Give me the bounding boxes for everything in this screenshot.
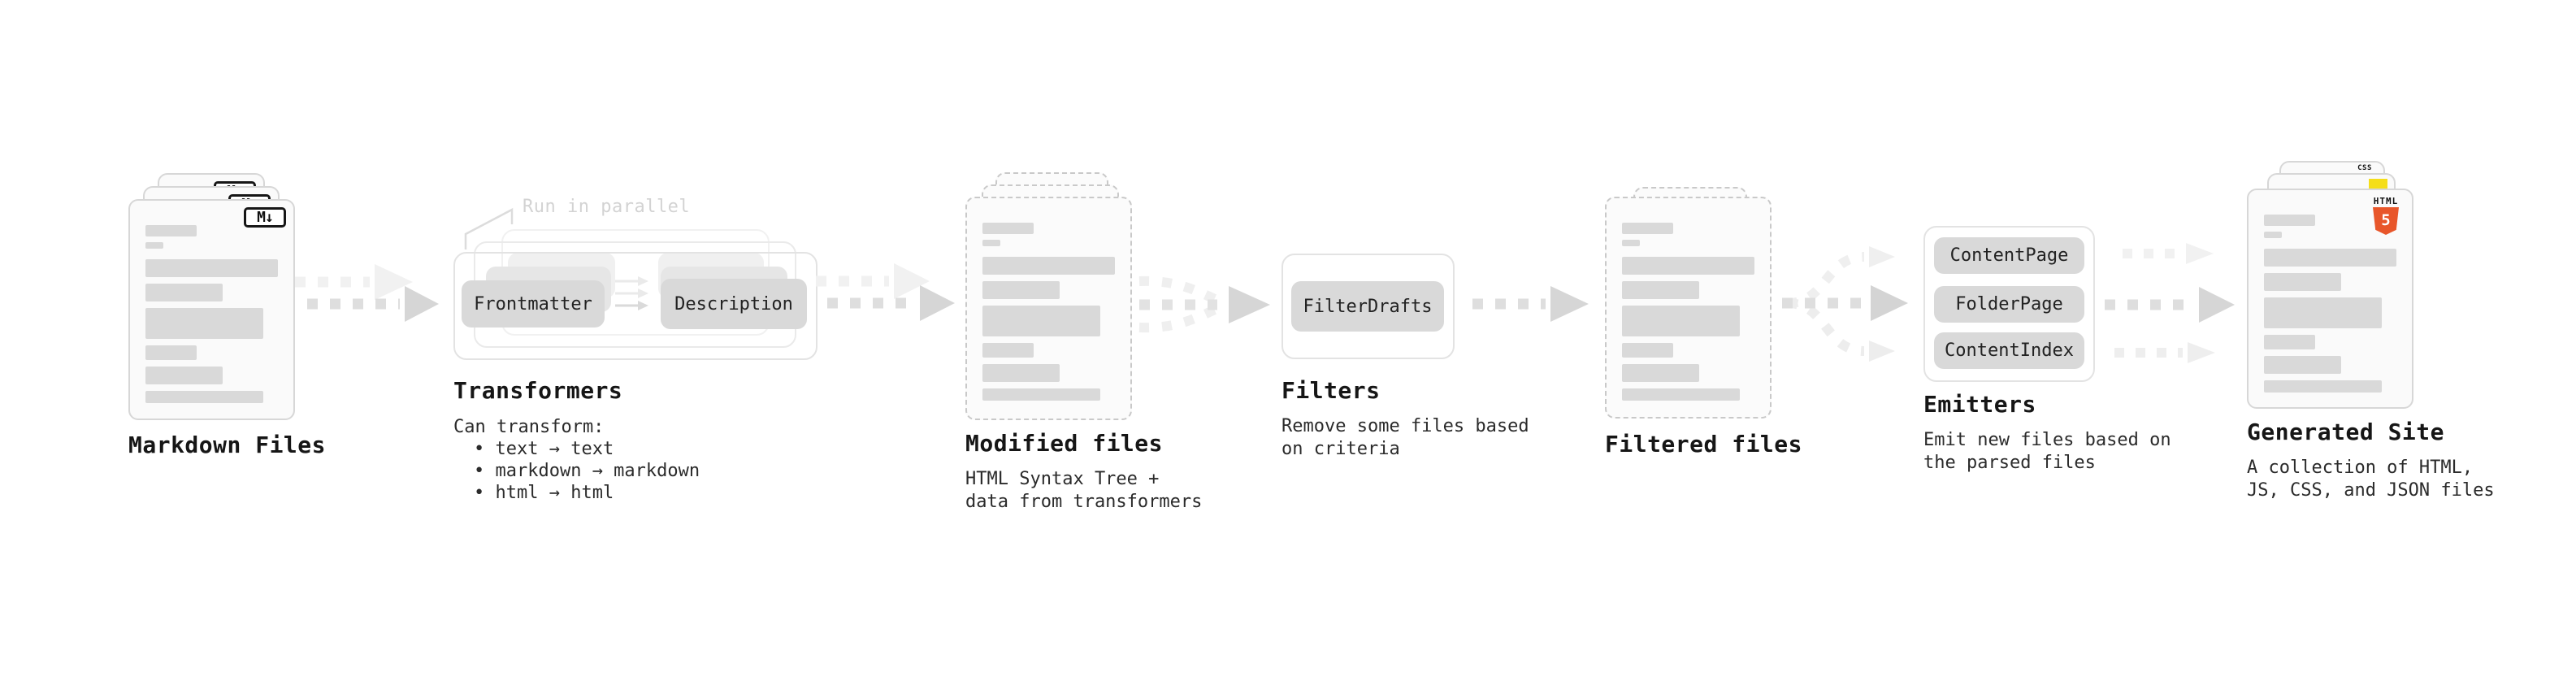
stage-title-emitters: Emitters [1923,391,2036,418]
can-transform-label: Can transform: [453,417,605,437]
generated-site-description: A collection of HTML, JS, CSS, and JSON … [2247,457,2495,502]
stage-title-markdown-files: Markdown Files [128,432,327,458]
file-content-placeholder [145,225,278,403]
stage-title-modified-files: Modified files [965,430,1164,457]
placeholder-line [145,284,223,301]
placeholder-line [1622,240,1640,246]
bullet-item: • markdown → markdown [474,461,700,481]
markdown-icon: M↓ [244,207,286,228]
placeholder-line [145,259,278,277]
description-line: data from transformers [965,492,1203,512]
html5-icon-label: HTML [2373,196,2399,206]
placeholder-line [1622,223,1673,234]
placeholder-line [1622,364,1699,382]
description-line: HTML Syntax Tree + [965,469,1160,489]
placeholder-line [145,242,163,249]
placeholder-line [2264,232,2282,238]
placeholder-line [982,257,1115,275]
javascript-icon [2369,179,2387,189]
placeholder-line [2264,380,2382,393]
placeholder-line [982,281,1060,299]
placeholder-line [2264,273,2341,291]
generated-html-file-card: HTML 5 [2247,189,2413,409]
filterdrafts-pill: FilterDrafts [1291,281,1444,332]
placeholder-line [2264,215,2315,226]
html5-icon-number: 5 [2381,210,2391,229]
placeholder-line [145,367,223,384]
html5-icon: HTML 5 [2370,197,2402,235]
arrow-filtered-to-emitters [1782,246,1908,362]
arrow-emitters-to-generated [2105,243,2235,363]
placeholder-line [2264,249,2396,267]
placeholder-line [982,240,1000,246]
description-line: Emit new files based on [1923,430,2171,450]
placeholder-line [145,225,197,236]
placeholder-line [2264,335,2315,349]
stage-title-transformers: Transformers [453,377,623,404]
placeholder-line [982,306,1100,336]
placeholder-line [1622,388,1740,401]
stage-title-filters: Filters [1281,377,1381,404]
arrow-modified-to-filters [1138,275,1270,333]
description-line: Remove some files based [1281,416,1529,436]
modified-files-description: HTML Syntax Tree + data from transformer… [965,468,1202,514]
placeholder-line [145,308,263,339]
description-pill: Description [661,279,807,329]
run-in-parallel-annotation: Run in parallel [523,197,691,217]
arrow-markdown-to-transformers [295,264,439,322]
folderpage-pill: FolderPage [1934,286,2084,323]
html5-icon-shield: 5 [2373,207,2399,235]
emitters-description: Emit new files based on the parsed files [1923,429,2171,475]
arrow-filters-to-filtered [1472,286,1589,322]
description-line: JS, CSS, and JSON files [2247,480,2495,501]
description-line: the parsed files [1923,453,2096,473]
contentindex-pill: ContentIndex [1934,332,2084,369]
transformers-description: Can transform: • text → text • markdown … [453,416,700,504]
placeholder-line [1622,306,1740,336]
transformer-container-front [453,252,817,360]
placeholder-line [2264,356,2341,374]
placeholder-line [982,388,1100,401]
file-content-placeholder [982,223,1115,401]
markdown-file-card-front: M↓ [128,199,295,420]
modified-file-card-front [965,197,1132,420]
frontmatter-pill: Frontmatter [462,280,605,327]
description-line: A collection of HTML, [2247,458,2474,478]
css-icon-label: CSS [2357,164,2372,172]
placeholder-line [982,343,1034,358]
bullet-item: • text → text [474,439,614,459]
placeholder-line [982,364,1060,382]
placeholder-line [145,345,197,360]
placeholder-line [982,223,1034,234]
stage-title-filtered-files: Filtered files [1605,431,1803,458]
stage-title-generated-site: Generated Site [2247,419,2445,445]
filters-description: Remove some files based on criteria [1281,415,1529,461]
placeholder-line [1622,257,1754,275]
description-line: on criteria [1281,439,1400,459]
placeholder-line [2264,297,2382,328]
bullet-item: • html → html [474,483,614,503]
placeholder-line [1622,281,1699,299]
filtered-file-card-front [1605,197,1772,419]
arrow-transformers-to-modified [816,263,955,321]
file-content-placeholder [2264,215,2396,393]
placeholder-line [145,391,263,403]
placeholder-line [1622,343,1673,358]
file-content-placeholder [1622,223,1754,401]
contentpage-pill: ContentPage [1934,237,2084,274]
